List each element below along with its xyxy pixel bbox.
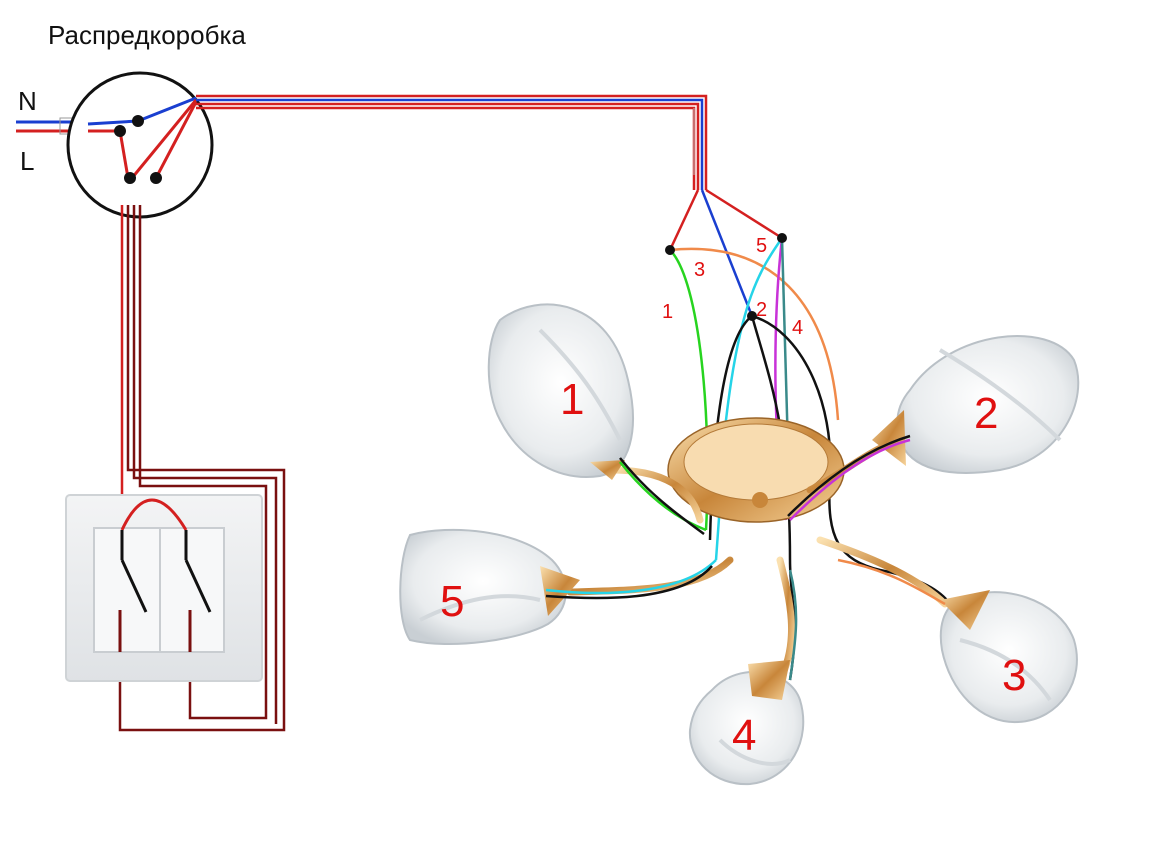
lamp-shade-3 <box>939 590 1078 724</box>
junction-box-circle <box>66 71 214 219</box>
cable-to-chandelier <box>196 94 708 190</box>
wire-label-2: 2 <box>756 299 767 321</box>
wire-label-3: 3 <box>694 259 705 281</box>
cable-to-switch <box>118 205 286 732</box>
lamp-label-5: 5 <box>440 577 464 626</box>
lamp-shade-2 <box>872 335 1080 474</box>
line-label: L <box>20 146 34 176</box>
chandelier-canopy <box>667 417 845 523</box>
lamp-label-1: 1 <box>560 375 584 424</box>
neutral-label: N <box>18 86 37 116</box>
lamp-shade-5 <box>399 528 580 645</box>
junction-box-title: Распредкоробка <box>48 20 246 50</box>
lamp-shade-1 <box>487 303 634 480</box>
chandelier-nodes <box>665 233 787 321</box>
double-switch[interactable] <box>65 494 263 682</box>
wire-label-4: 4 <box>792 317 803 339</box>
lamp-feed-wires <box>545 434 946 681</box>
wire-label-5: 5 <box>756 235 767 257</box>
junction-box-nodes <box>114 115 162 184</box>
wire-label-1: 1 <box>662 301 673 323</box>
lamp-shade-4 <box>688 660 805 786</box>
lamp-label-4: 4 <box>732 711 756 760</box>
lamp-label-2: 2 <box>974 389 998 438</box>
lamp-label-3: 3 <box>1002 651 1026 700</box>
